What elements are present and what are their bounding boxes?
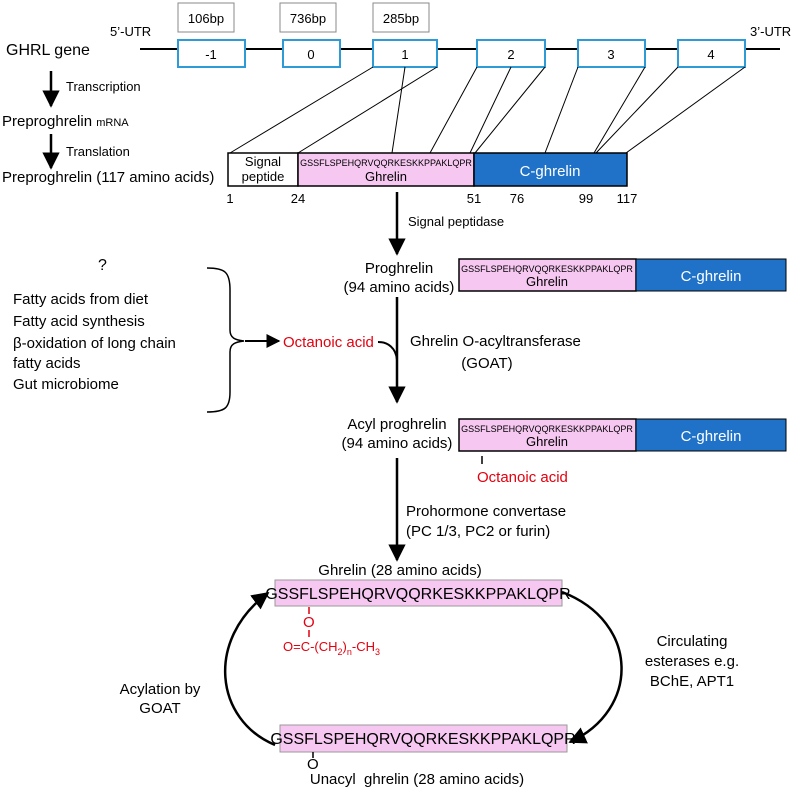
exon-label: 2 (507, 47, 514, 62)
exon-size-label: 106bp (188, 11, 224, 26)
transcription-label: Transcription (66, 79, 141, 94)
acyl-proghrelin-length: (94 amino acids) (342, 435, 453, 452)
prohormone-enzymes: (PC 1/3, PC2 or furin) (406, 523, 550, 540)
acyl-octanoic-label: Octanoic acid (477, 469, 568, 486)
exon-box: 3 (577, 39, 646, 68)
ghrelin-peptide-sequence: GSSFLSPEHQRVQQRKESKKPPAKLQPR (265, 586, 570, 603)
prohormone-label: Prohormone convertase (406, 503, 566, 520)
preproghrelin-mrna-label: Preproghrelin mRNA (2, 113, 129, 130)
exon-mapping-lines (229, 66, 746, 154)
position-label: 99 (579, 191, 593, 206)
position-label: 24 (291, 191, 305, 206)
octanoic-merge-curve (377, 341, 398, 361)
acylation-label: Acylation by (120, 681, 201, 698)
source-item: fatty acids (13, 355, 81, 372)
acyl-proghrelin-label: Acyl proghrelin (347, 416, 446, 433)
source-item: Fatty acids from diet (13, 291, 149, 308)
exon-size-box: 285bp (372, 2, 430, 33)
c-ghrelin-label: C-ghrelin (681, 428, 742, 445)
acyl-proghrelin-bar: GSSFLSPEHQRVQQRKESKKPPAKLQPR Ghrelin C-g… (458, 418, 787, 452)
goat-label: Ghrelin O-acyltransferase (410, 333, 581, 350)
sources-brace (206, 267, 245, 413)
exon-size-box: 736bp (279, 2, 337, 33)
ghrelin-oxygen: O (303, 614, 315, 631)
signal-peptide-label: Signal (245, 154, 281, 169)
octanoyl-chain: O=C-(CH2)n-CH3 (283, 639, 380, 657)
exon-box: 2 (476, 39, 546, 68)
unacyl-peptide-box (279, 724, 568, 753)
exon-box: 0 (282, 39, 341, 68)
position-label: 117 (617, 191, 638, 206)
source-item: β-oxidation of long chain (13, 335, 176, 352)
ghrelin-sequence: GSSFLSPEHQRVQQRKESKKPPAKLQPR (461, 424, 633, 434)
signal-peptide-label: peptide (242, 169, 285, 184)
esterases-label: Circulating (657, 633, 728, 650)
exon-size-box: 106bp (177, 2, 235, 33)
unacyl-ghrelin-title: Unacyl ghrelin (28 amino acids) (310, 771, 524, 788)
ghrelin-label: Ghrelin (365, 169, 407, 184)
exon-label: -1 (205, 47, 217, 62)
ghrelin-peptide-box (274, 579, 563, 607)
acylation-arrow (223, 591, 276, 747)
exon-label: 1 (401, 47, 408, 62)
exon-box: 1 (372, 39, 438, 68)
exon-size-label: 285bp (383, 11, 419, 26)
ghrelin-title: Ghrelin (28 amino acids) (318, 562, 481, 579)
proghrelin-bar: GSSFLSPEHQRVQQRKESKKPPAKLQPR Ghrelin C-g… (458, 258, 787, 292)
esterases-label: esterases e.g. (645, 653, 739, 670)
acylation-enzyme: GOAT (139, 700, 180, 717)
goat-abbrev: (GOAT) (461, 355, 512, 372)
proghrelin-label: Proghrelin (365, 260, 433, 277)
ghrelin-label: Ghrelin (526, 434, 568, 449)
source-item: Fatty acid synthesis (13, 313, 145, 330)
unacyl-peptide-sequence: GSSFLSPEHQRVQQRKESKKPPAKLQPR (270, 731, 575, 748)
ghrelin-sequence: GSSFLSPEHQRVQQRKESKKPPAKLQPR (461, 264, 633, 274)
unknown-question-mark: ? (98, 257, 107, 274)
three-utr-label: 3’-UTR (750, 24, 791, 39)
exon-label: 0 (307, 47, 314, 62)
exon-size-label: 736bp (290, 11, 326, 26)
signal-peptidase-label: Signal peptidase (408, 214, 504, 229)
ghrelin-sequence: GSSFLSPEHQRVQQRKESKKPPAKLQPR (300, 158, 472, 168)
deacylation-arrow (561, 590, 623, 744)
translation-label: Translation (66, 144, 130, 159)
position-label: 1 (226, 191, 233, 206)
preproghrelin-label: Preproghrelin (117 amino acids) (2, 169, 214, 186)
exon-box: 4 (677, 39, 746, 68)
c-ghrelin-label: C-ghrelin (520, 163, 581, 180)
exon-label: 3 (607, 47, 614, 62)
unacyl-oxygen: O (307, 756, 319, 773)
ghrl-gene-label: GHRL gene (6, 42, 90, 59)
preproghrelin-bar: Signal peptide GSSFLSPEHQRVQQRKESKKPPAKL… (227, 152, 628, 187)
exon-label: 4 (707, 47, 714, 62)
source-item: Gut microbiome (13, 376, 119, 393)
proghrelin-length: (94 amino acids) (344, 279, 455, 296)
five-utr-label: 5’-UTR (110, 24, 151, 39)
esterases-examples: BChE, APT1 (650, 673, 734, 690)
exon-box: -1 (177, 39, 246, 68)
position-label: 76 (510, 191, 524, 206)
octanoic-acid-label: Octanoic acid (283, 334, 374, 351)
c-ghrelin-label: C-ghrelin (681, 268, 742, 285)
ghrelin-label: Ghrelin (526, 274, 568, 289)
position-label: 51 (467, 191, 481, 206)
